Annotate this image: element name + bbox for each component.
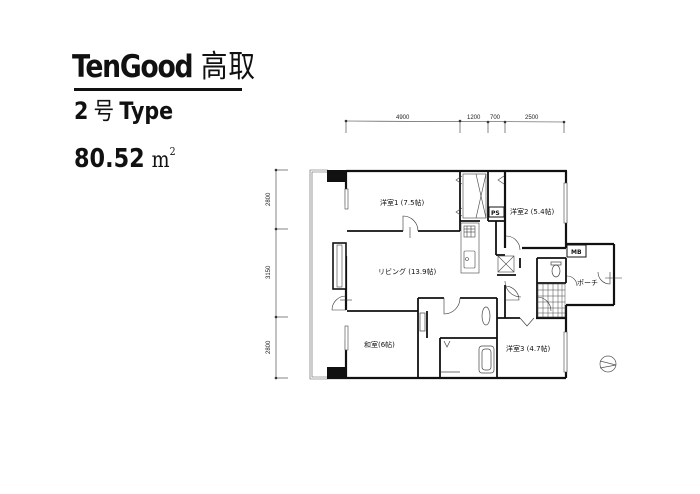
- horizontal-dimensions: [344, 119, 566, 133]
- area-unit-m: m: [151, 148, 170, 173]
- mb-label: MB: [571, 249, 582, 256]
- mb-box: [566, 244, 587, 258]
- dim-3150: 3150: [266, 265, 272, 279]
- dim-700: 700: [490, 115, 501, 121]
- plumbing-fixtures: [419, 261, 562, 374]
- brand-name: TenGood: [72, 49, 194, 85]
- type-kanji: 号: [93, 97, 115, 125]
- north-arrow-icon: [599, 355, 617, 373]
- room-japanese: 和室(6帖): [364, 340, 395, 349]
- location-name: 高取: [200, 49, 256, 85]
- entrance-tiles: [537, 283, 566, 318]
- room-western1: 洋室1 (7.5帖): [380, 198, 425, 207]
- column-bottom-left: [327, 367, 346, 379]
- room-western2: 洋室2 (5.4帖): [510, 207, 555, 216]
- type-label: Type: [119, 97, 174, 125]
- windows-right: [563, 182, 568, 373]
- ps-box: [488, 206, 505, 218]
- area-unit-sup: 2: [169, 145, 176, 158]
- ps-label: PS: [491, 210, 500, 217]
- dim-2500: 2500: [525, 115, 539, 121]
- column-top-left: [327, 170, 346, 182]
- type-number: 2: [74, 97, 89, 125]
- title-underline: [74, 88, 242, 91]
- balcony: [309, 169, 328, 380]
- area-unit: m2: [151, 145, 176, 173]
- room-porch: ポーチ: [577, 279, 598, 287]
- dim-1200: 1200: [467, 115, 481, 121]
- area-value: 80.52: [74, 144, 145, 174]
- doors: [331, 215, 622, 327]
- windows-left: [332, 188, 349, 351]
- room-living: リビング (13.9帖): [378, 267, 437, 276]
- room-western3: 洋室3 (4.7帖): [506, 344, 551, 353]
- dim-2800-bottom: 2800: [266, 340, 272, 354]
- dim-2800-top: 2800: [266, 192, 272, 206]
- closets: [455, 173, 515, 273]
- interior-walls: [347, 172, 567, 378]
- dim-4900: 4900: [396, 115, 410, 121]
- vertical-dimensions: [274, 168, 288, 380]
- kitchen: [460, 222, 480, 274]
